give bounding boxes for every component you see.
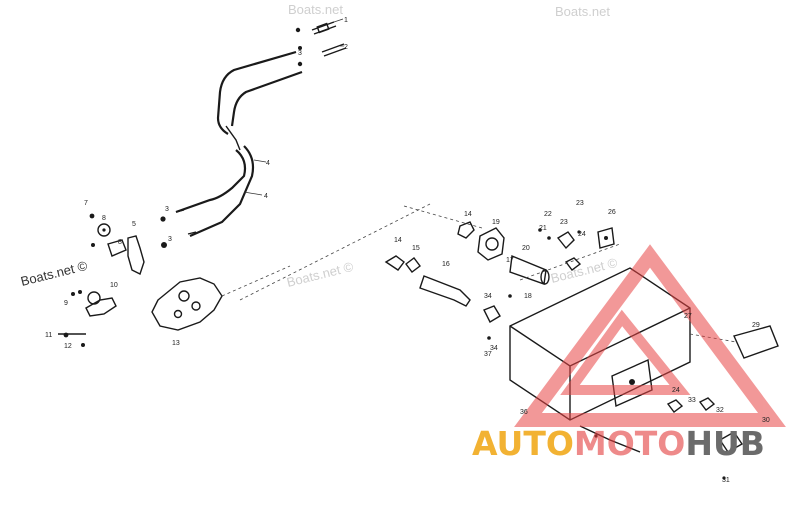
watermark-left: Boats.net © <box>19 258 89 289</box>
label-24b: 24 <box>672 387 680 394</box>
logo-word-hub: HUB <box>685 424 765 463</box>
label-30: 30 <box>762 417 770 424</box>
label-4a: 4 <box>266 160 270 167</box>
logo-word-auto: AUTO <box>472 424 574 463</box>
label-31: 31 <box>722 477 730 484</box>
label-22: 22 <box>544 211 552 218</box>
label-14a: 14 <box>464 211 472 218</box>
label-21: 21 <box>539 225 547 232</box>
control-cables <box>175 50 303 238</box>
label-19: 19 <box>492 219 500 226</box>
label-3c: 3 <box>168 236 172 243</box>
automotohub-logo-text: AUTOMOTOHUB <box>472 424 765 463</box>
label-4b: 4 <box>264 193 268 200</box>
label-23b: 23 <box>560 219 568 226</box>
label-11: 11 <box>45 332 52 339</box>
watermark-top-center: Boats.net <box>288 2 343 17</box>
label-20: 20 <box>522 245 530 252</box>
label-2: 2 <box>344 44 348 51</box>
label-1: 1 <box>344 17 348 24</box>
label-8b: 8 <box>118 239 122 246</box>
label-34b: 34 <box>490 345 498 352</box>
label-8a: 8 <box>102 215 106 222</box>
cable-end-fittings <box>295 18 347 67</box>
label-9: 9 <box>64 300 68 307</box>
watermark-top-right: Boats.net <box>555 4 610 19</box>
automotohub-logo-mark <box>514 244 786 427</box>
label-29: 29 <box>752 322 760 329</box>
label-12: 12 <box>64 343 72 350</box>
label-24a: 24 <box>578 231 586 238</box>
label-3b: 3 <box>165 206 169 213</box>
label-33: 33 <box>688 397 696 404</box>
label-10: 10 <box>110 282 118 289</box>
label-26: 26 <box>608 209 616 216</box>
label-18: 18 <box>524 293 532 300</box>
label-13: 13 <box>172 340 180 347</box>
label-37: 37 <box>484 351 492 358</box>
label-15: 15 <box>412 245 420 252</box>
label-23a: 23 <box>576 200 584 207</box>
label-5: 5 <box>132 221 136 228</box>
part-labels: 1 2 3 4 4 3 3 5 7 8 8 9 10 11 12 13 14 1… <box>45 17 770 484</box>
label-3a: 3 <box>298 50 302 57</box>
shift-linkage-assembly <box>384 205 621 340</box>
label-32: 32 <box>716 407 724 414</box>
label-7: 7 <box>84 200 88 207</box>
label-17: 17 <box>506 257 514 264</box>
label-27: 27 <box>684 313 692 320</box>
label-36: 36 <box>520 409 528 416</box>
watermark-center: Boats.net © <box>285 259 355 290</box>
label-14b: 14 <box>394 237 402 244</box>
logo-word-moto: MOTO <box>573 424 686 463</box>
control-housing-assembly <box>58 203 431 347</box>
watermark-right: Boats.net © <box>549 255 619 286</box>
label-34a: 34 <box>484 293 492 300</box>
label-16: 16 <box>442 261 450 268</box>
